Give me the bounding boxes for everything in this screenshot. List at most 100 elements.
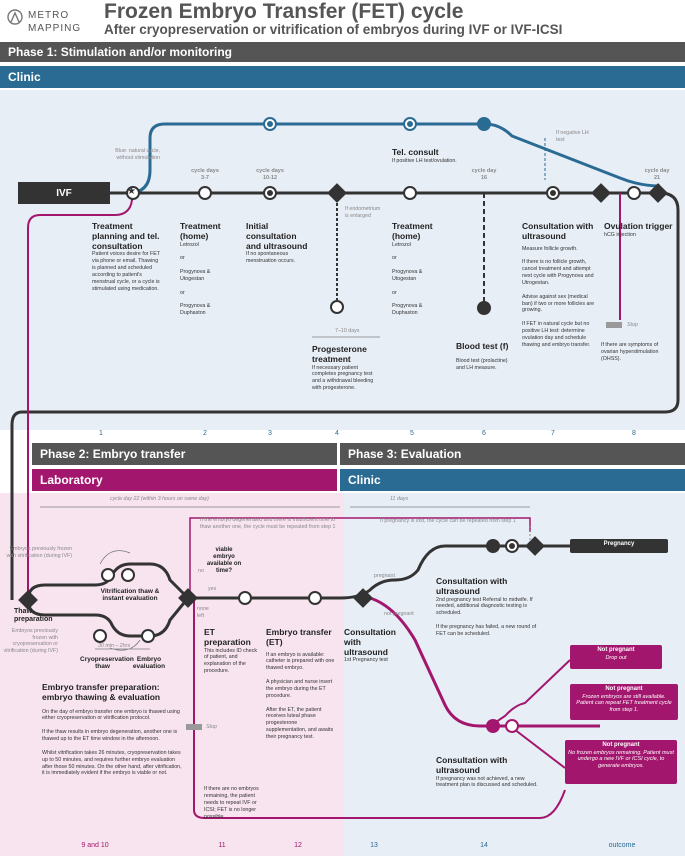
station-4-end [330, 300, 344, 314]
thaw-prep-section: Embryo transfer preparation: embryo thaw… [42, 682, 182, 777]
logo-line1: METRO [28, 10, 69, 21]
step-number-1: 1 [99, 430, 103, 437]
np1-text: Drop out [605, 654, 627, 661]
not-pregnant-dropout-box: Not pregnant Drop out [570, 645, 662, 669]
step-number-9-10: 9 and 10 [81, 842, 109, 849]
station-2 [198, 186, 212, 200]
step-4-text: If necessary patient completes pregnancy… [312, 364, 374, 392]
yes-label: yes [208, 586, 217, 592]
cryo-thaw-label: Cryopreservation thaw [80, 656, 134, 671]
step-number-14: 14 [480, 842, 488, 849]
phase1-background [0, 90, 685, 430]
step-4-head: Progesterone treatment [312, 344, 367, 364]
phase2-bar: Phase 2: Embryo transfer [32, 443, 337, 465]
consultation-14a: Consultation with ultrasound 2nd pregnan… [436, 576, 546, 638]
vit-return-arc [99, 550, 131, 565]
et-prep-text: This includes ID check of patient, and e… [204, 647, 257, 675]
cycle-day-22-label: cycle day 22 (within 3 hours on same day… [110, 496, 209, 502]
step-5: Tel. consult If positive LH test/ovulati… [392, 147, 460, 165]
laboratory-bar: Laboratory [32, 469, 337, 491]
et-prep-section: ET preparation This includes ID check of… [204, 627, 258, 675]
station-5 [403, 186, 417, 200]
step-8-text: hCG injection [604, 231, 636, 238]
natural-station-1-inner [267, 121, 273, 127]
station-8-diamond [591, 183, 611, 203]
pregnancy-outcome-label: Pregnancy [603, 541, 635, 547]
vit-station-a [101, 568, 115, 582]
not-pregnant-frozen-box: Not pregnant Frozen embryos are still av… [570, 684, 678, 720]
page-subtitle: After cryopreservation or vitrification … [104, 22, 563, 37]
step-2-text: Letrozol or Progynova & Utogestan or Pro… [180, 241, 211, 317]
frozen-vit-note: Embryos previously frozen with vitrifica… [6, 546, 72, 559]
degenerated-loop [189, 517, 531, 598]
station-1-star [126, 186, 140, 200]
page-title: Frozen Embryo Transfer (FET) cycle [104, 0, 464, 23]
np2-text: Frozen embryos are still available. Pati… [576, 693, 672, 714]
ivf-box: IVF [18, 182, 110, 204]
min-30-label: 30 min – 2hrs [98, 643, 131, 649]
phase1-clinic-bar: Clinic [0, 66, 685, 88]
neg-lh-note: If negative LH test [556, 130, 589, 143]
not-pregnant-line [369, 596, 600, 728]
cryo-station-b [141, 629, 155, 643]
step-number-7: 7 [551, 430, 555, 437]
stop-marker-phase2 [186, 724, 202, 730]
step-2: Treatment (home) Letrozol or Progynova &… [180, 221, 240, 317]
vit-thaw-label: Vitrification thaw & instant evaluation [100, 588, 160, 603]
step-number-4: 4 [335, 430, 339, 437]
station-11 [238, 591, 252, 605]
step-number-12: 12 [294, 842, 302, 849]
station-12 [308, 591, 322, 605]
step-5-head: Tel. consult [392, 147, 439, 157]
logo-line2: MAPPING [28, 23, 81, 34]
frozen-cryo-note: Embryos previously frozen with cryoprese… [3, 628, 58, 654]
not-pregnant-no-embryo-box: Not pregnant No frozen embryos remaining… [565, 740, 677, 784]
degenerated-note: If the embryo degenerated and there is i… [200, 517, 336, 530]
step-number-3: 3 [268, 430, 272, 437]
evaluation-diamond [353, 588, 373, 608]
step-4: Progesterone treatment If necessary pati… [312, 344, 382, 392]
step-number-5: 5 [410, 430, 414, 437]
step-5-text: If positive LH test/ovulation. [392, 157, 457, 164]
step-5b: Treatment (home) Letrozol or Progynova &… [392, 221, 454, 317]
step-6-text: Blood test (prolactine) and LH measure. [456, 357, 508, 371]
step-number-8: 8 [632, 430, 636, 437]
thaw-prep-label: Thaw preparation [14, 608, 53, 624]
station-4-diamond [327, 183, 347, 203]
np2-title: Not pregnant [605, 686, 643, 692]
outcome-label: outcome [608, 842, 636, 849]
step-number-13: 13 [370, 842, 378, 849]
not-pregnant-label: not pregnant [384, 611, 414, 617]
step-number-2: 2 [203, 430, 207, 437]
step-5b-head: Treatment (home) [392, 221, 433, 241]
pregnant-label: pregnant [374, 573, 395, 579]
cycle-day-16: cycle day 16 [471, 168, 497, 181]
none-left-label: none left [197, 606, 209, 619]
c14a-head: Consultation with ultrasound [436, 576, 508, 596]
dropout-line [489, 659, 571, 727]
phase3-bar: Phase 3: Evaluation [340, 443, 685, 465]
endometrium-note: If endometrium is enlarged [345, 206, 381, 219]
step-1-head: Treatment planning and tel. consultation [92, 221, 160, 251]
days-11-label: 11 days [390, 496, 409, 502]
step-6: Blood test (f) Blood test (prolactine) a… [456, 341, 516, 372]
c13-text: 1st Pregnancy test [344, 657, 388, 664]
station-8 [627, 186, 641, 200]
step-8-head: Ovulation trigger [604, 221, 673, 231]
step-1-text: Patient voices desire for FET via phone … [92, 251, 160, 292]
c14b-text: If pregnancy was not achieved, a new tre… [436, 775, 538, 789]
cycle-days-10-12: cycle days 10-12 [256, 168, 284, 181]
lost-note: If pregnancy is lost, the cycle can be r… [380, 518, 516, 524]
natural-cycle-line [110, 122, 661, 195]
pregnancy-end-box [570, 539, 668, 553]
thaw-prep-diamond [18, 590, 38, 610]
step-1: Treatment planning and tel. consultation… [92, 221, 162, 293]
step-5b-text: Letrozol or Progynova & Utogestan or Pro… [392, 241, 423, 317]
prep-text: On the day of embryo transfer one embryo… [42, 708, 182, 777]
cycle-days-3-7: cycle days 3-7 [191, 168, 219, 181]
ohss-text: If there are symptoms of ovarian hyperst… [601, 342, 659, 362]
stop-marker-phase1 [606, 322, 622, 328]
step-number-6: 6 [482, 430, 486, 437]
et-section: Embryo transfer (ET) If an embryo is ava… [266, 627, 336, 741]
main-line-phase1 [10, 191, 680, 600]
